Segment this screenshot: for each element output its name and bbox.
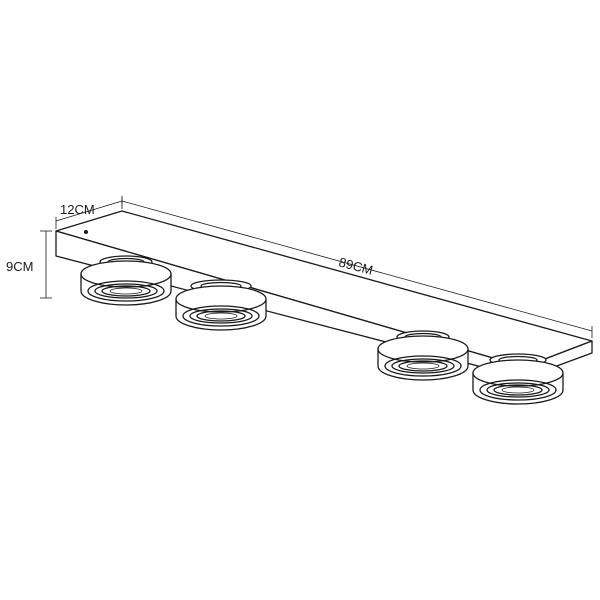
spotlight-1 xyxy=(80,255,172,306)
spotlight-4 xyxy=(472,353,564,405)
depth-label: 12CM xyxy=(60,202,95,217)
dimension-lines xyxy=(40,196,593,338)
length-dimension-line xyxy=(121,200,593,332)
spotlight-2 xyxy=(175,279,267,331)
spotlight-3 xyxy=(377,330,469,381)
mounting-screw-icon xyxy=(84,230,88,234)
height-label: 9CM xyxy=(6,259,33,274)
depth-dimension-line xyxy=(55,200,123,222)
